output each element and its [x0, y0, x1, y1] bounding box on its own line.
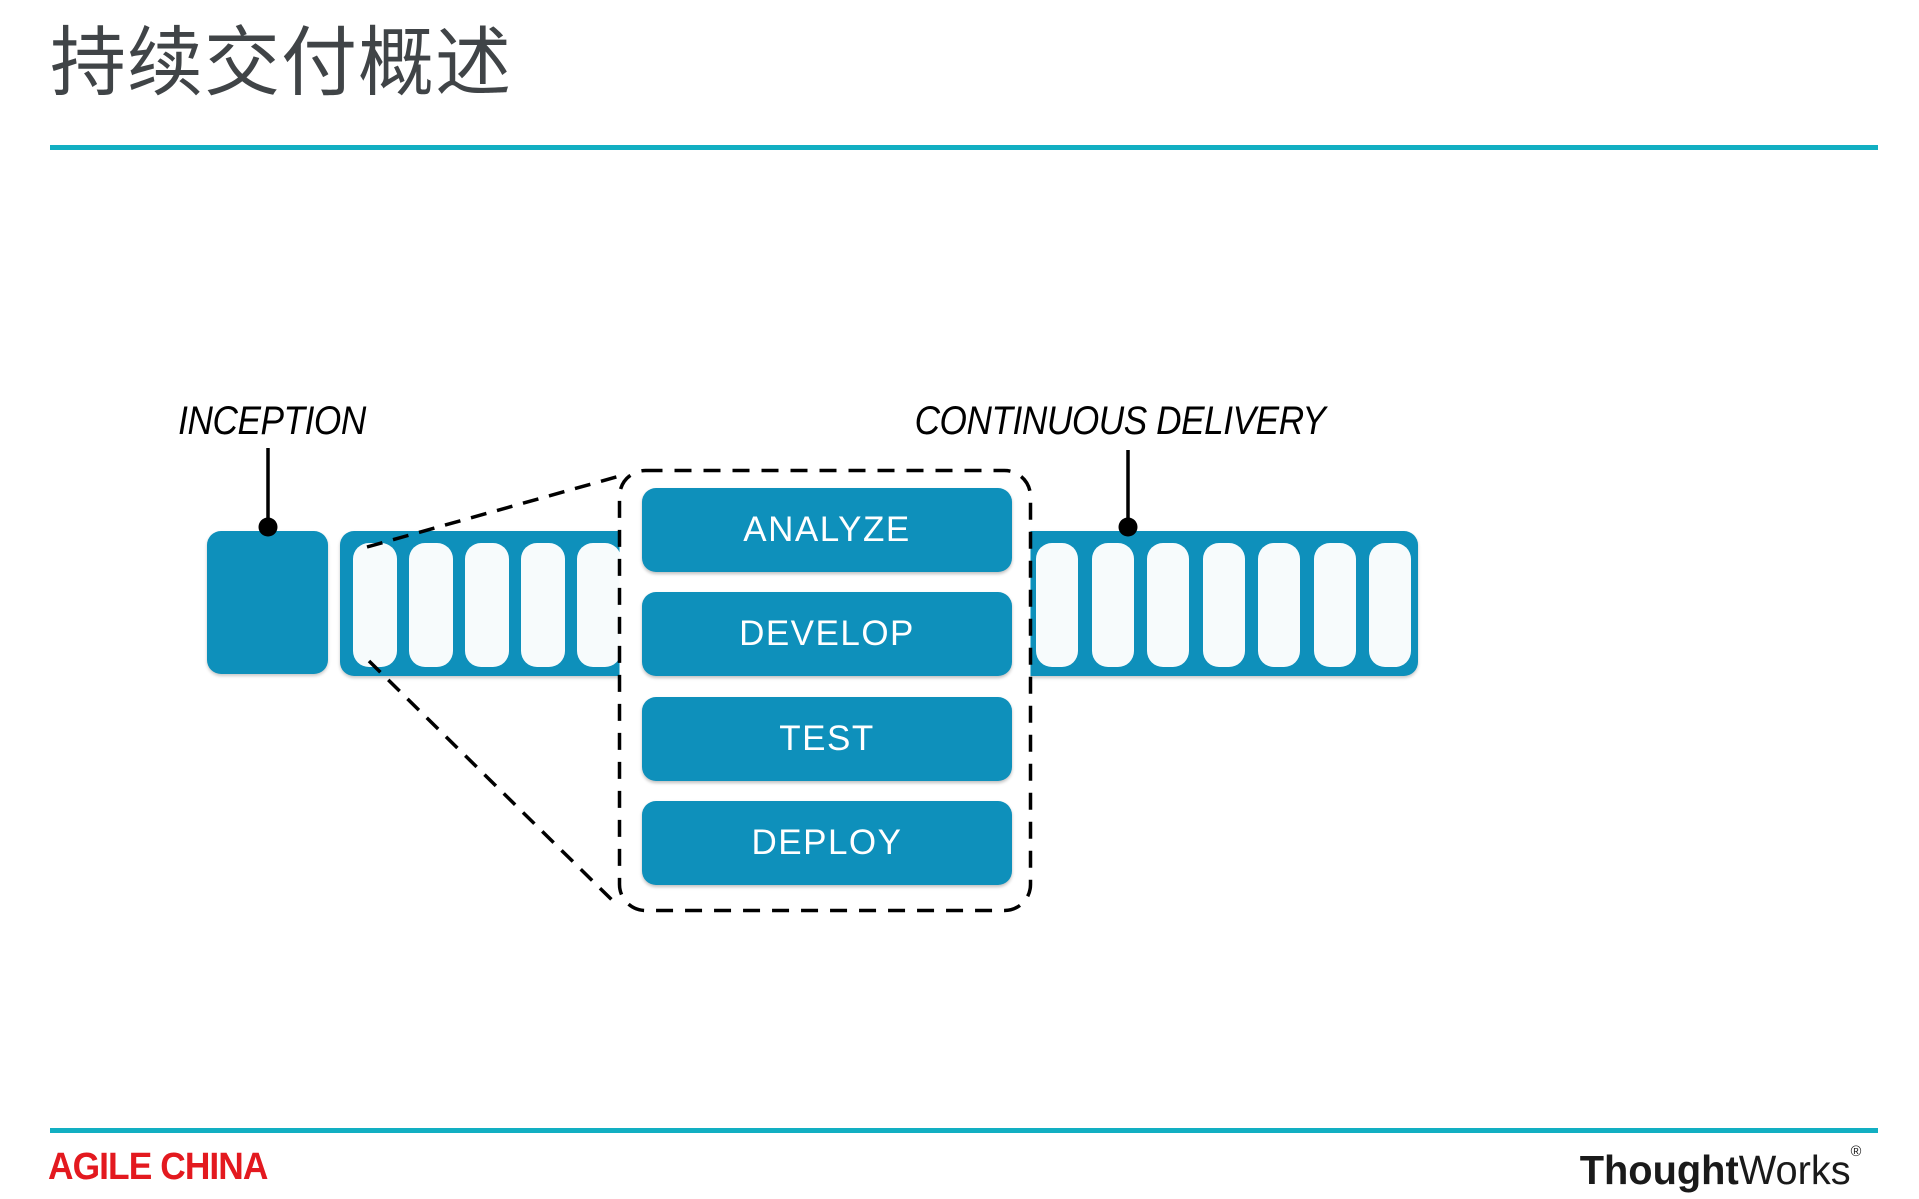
zoom-diagonal-bottom	[367, 659, 615, 903]
stage-label: TEST	[779, 719, 875, 758]
pipeline-segment	[1091, 543, 1134, 667]
stage-box-analyze: ANALYZE	[642, 488, 1012, 572]
footer-divider-line	[50, 1128, 1878, 1133]
pipeline-segment	[577, 543, 621, 667]
pipeline-segment	[1369, 543, 1411, 667]
pipeline-segment	[1202, 543, 1245, 667]
stage-box-develop: DEVELOP	[642, 592, 1012, 676]
pipeline-segment	[353, 543, 397, 667]
thoughtworks-logo-regular: Works	[1738, 1147, 1851, 1193]
stage-box-deploy: DEPLOY	[642, 801, 1012, 885]
pipeline-segment	[521, 543, 565, 667]
pipeline-segment	[1313, 543, 1356, 667]
pipeline-segment	[465, 543, 509, 667]
pipeline-segments-left	[340, 531, 1418, 676]
pipeline-segment	[1258, 543, 1300, 667]
page-title: 持续交付概述	[50, 21, 512, 106]
inception-label: INCEPTION	[178, 399, 366, 443]
title-divider-line	[50, 145, 1878, 150]
pipeline-segment	[1147, 543, 1189, 667]
thoughtworks-logo-bold: Thought	[1579, 1147, 1739, 1193]
stage-label: DEPLOY	[751, 823, 903, 862]
stage-label: DEVELOP	[739, 614, 915, 653]
thoughtworks-logo: ThoughtWorks®	[1579, 1143, 1861, 1194]
pipeline-segment	[409, 543, 453, 667]
stage-label: ANALYZE	[743, 510, 911, 549]
pipeline-segment	[1036, 543, 1078, 667]
agile-china-logo: AGILE CHINA	[48, 1146, 268, 1188]
continuous-delivery-label: CONTINUOUS DELIVERY	[914, 399, 1326, 443]
stage-box-test: TEST	[642, 697, 1012, 781]
pipeline-segments-right	[340, 531, 1418, 676]
registered-mark: ®	[1850, 1143, 1861, 1160]
inception-block	[207, 531, 328, 674]
